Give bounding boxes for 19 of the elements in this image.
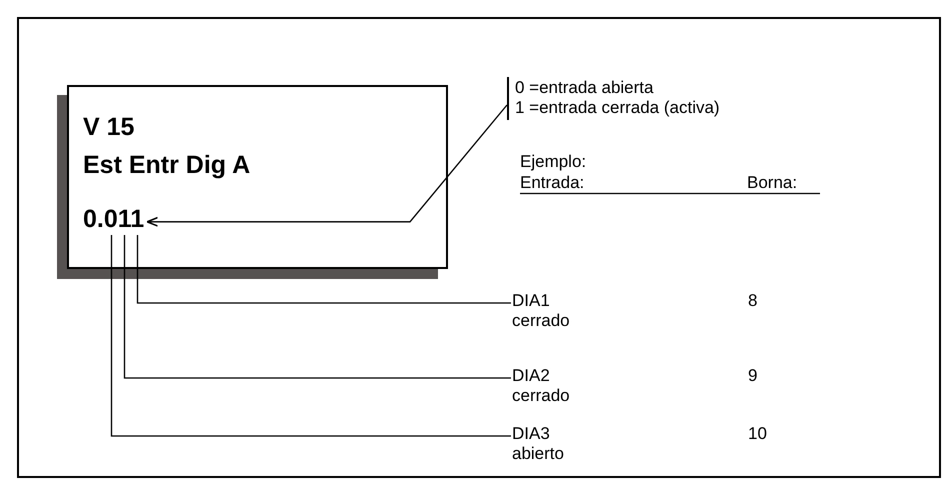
column-header: Borna: — [747, 173, 798, 193]
legend-text: 0 =entrada abierta — [515, 78, 654, 98]
leader-line — [110, 235, 511, 437]
arrow — [146, 104, 508, 227]
parameter-value: 0.011 — [83, 205, 144, 233]
legend-text: 1 =entrada cerrada (activa) — [515, 98, 720, 118]
legend-bracket — [507, 77, 720, 120]
leader-line — [136, 235, 511, 304]
parameter-number: V 15 — [83, 113, 134, 141]
example-heading: Ejemplo: — [520, 152, 586, 172]
parameter-name: Est Entr Dig A — [83, 151, 250, 179]
terminal-number: 10 — [748, 424, 767, 444]
terminal-number: 8 — [748, 291, 758, 311]
terminal-number: 9 — [748, 366, 758, 386]
column-header: Entrada: — [520, 173, 584, 193]
input-state-text: DIA1 cerrado — [512, 291, 592, 331]
input-state-text: DIA2 cerrado — [512, 366, 592, 406]
input-state-text: DIA3 abierto — [512, 424, 592, 464]
leader-line — [124, 235, 511, 379]
